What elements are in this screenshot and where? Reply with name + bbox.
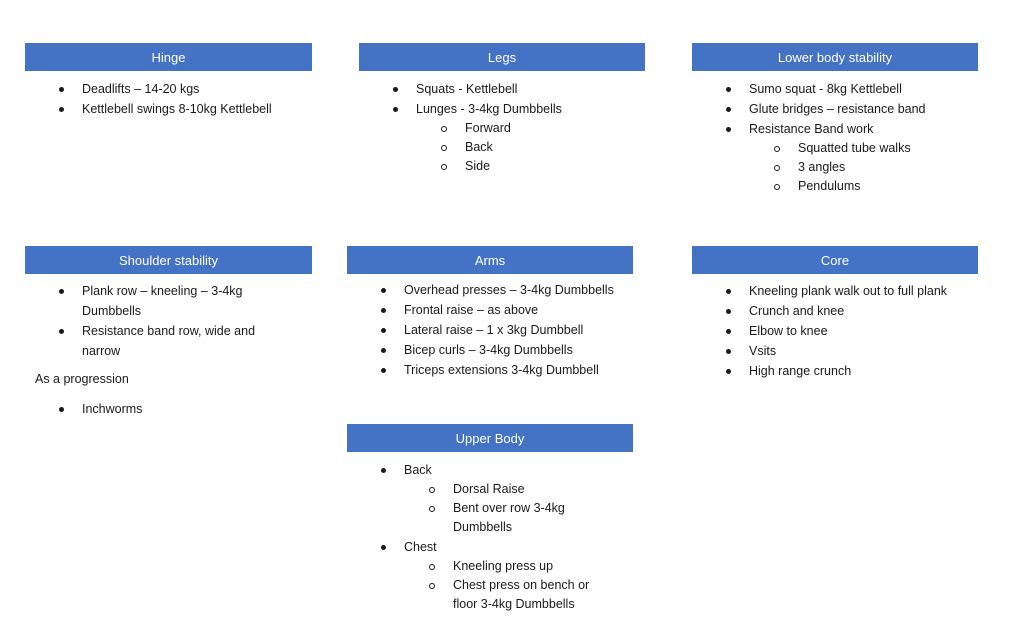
list-item: Elbow to knee — [692, 321, 1002, 341]
upper-body-header: Upper Body — [347, 424, 633, 452]
list-item-label: Resistance Band work — [749, 122, 874, 136]
list-item: Kneeling plank walk out to full plank — [692, 281, 1002, 301]
list-item: Lateral raise – 1 x 3kg Dumbbell — [347, 320, 647, 340]
sub-list-item: Chest press on bench or floor 3-4kg Dumb… — [347, 576, 607, 614]
progression-label: As a progression — [35, 372, 129, 386]
list-item: Squats - Kettlebell — [359, 79, 645, 99]
list-item: Inchworms — [25, 399, 312, 419]
band-sublist: Squatted tube walks 3 angles Pendulums — [692, 139, 992, 196]
list-item: Bicep curls – 3-4kg Dumbbells — [347, 340, 647, 360]
shoulder-header: Shoulder stability — [25, 246, 312, 274]
sub-list-item: Pendulums — [692, 177, 992, 196]
list-item: Resistance band row, wide and narrow — [25, 321, 283, 361]
sub-list-item: Forward — [359, 119, 645, 138]
list-item-label: Lunges - 3-4kg Dumbbells — [416, 102, 562, 116]
list-item: Resistance Band work Squatted tube walks… — [692, 119, 992, 196]
sub-list-item: Bent over row 3-4kg Dumbbells — [347, 499, 607, 537]
sub-list-item: 3 angles — [692, 158, 992, 177]
list-item: Frontal raise – as above — [347, 300, 647, 320]
legs-list: Squats - Kettlebell Lunges - 3-4kg Dumbb… — [359, 79, 645, 176]
core-header: Core — [692, 246, 978, 274]
back-sublist: Dorsal Raise Bent over row 3-4kg Dumbbel… — [347, 480, 607, 537]
list-item-label: Back — [404, 463, 432, 477]
list-item: Lunges - 3-4kg Dumbbells Forward Back Si… — [359, 99, 645, 176]
list-item: Deadlifts – 14-20 kgs — [25, 79, 312, 99]
hinge-header: Hinge — [25, 43, 312, 71]
list-item: Glute bridges – resistance band — [692, 99, 992, 119]
hinge-list: Deadlifts – 14-20 kgs Kettlebell swings … — [25, 79, 312, 119]
list-item: Sumo squat - 8kg Kettlebell — [692, 79, 992, 99]
lunges-sublist: Forward Back Side — [359, 119, 645, 176]
list-item: Crunch and knee — [692, 301, 1002, 321]
list-item: Overhead presses – 3-4kg Dumbbells — [347, 280, 647, 300]
sub-list-item: Side — [359, 157, 645, 176]
upper-body-list: Back Dorsal Raise Bent over row 3-4kg Du… — [347, 460, 607, 614]
lower-body-header: Lower body stability — [692, 43, 978, 71]
list-item: High range crunch — [692, 361, 1002, 381]
sub-list-item: Squatted tube walks — [692, 139, 992, 158]
sub-list-item: Kneeling press up — [347, 557, 607, 576]
lower-body-list: Sumo squat - 8kg Kettlebell Glute bridge… — [692, 79, 992, 196]
sub-list-item: Back — [359, 138, 645, 157]
list-item: Chest Kneeling press up Chest press on b… — [347, 537, 607, 614]
chest-sublist: Kneeling press up Chest press on bench o… — [347, 557, 607, 614]
list-item: Kettlebell swings 8-10kg Kettlebell — [25, 99, 312, 119]
shoulder-list: Plank row – kneeling – 3-4kg Dumbbells R… — [25, 281, 283, 361]
arms-list: Overhead presses – 3-4kg Dumbbells Front… — [347, 280, 647, 380]
list-item: Vsits — [692, 341, 1002, 361]
progression-list: Inchworms — [25, 399, 312, 419]
list-item: Plank row – kneeling – 3-4kg Dumbbells — [25, 281, 283, 321]
legs-header: Legs — [359, 43, 645, 71]
list-item-label: Chest — [404, 540, 437, 554]
list-item: Back Dorsal Raise Bent over row 3-4kg Du… — [347, 460, 607, 537]
core-list: Kneeling plank walk out to full plank Cr… — [692, 281, 1002, 381]
arms-header: Arms — [347, 246, 633, 274]
sub-list-item: Dorsal Raise — [347, 480, 607, 499]
list-item: Triceps extensions 3-4kg Dumbbell — [347, 360, 647, 380]
